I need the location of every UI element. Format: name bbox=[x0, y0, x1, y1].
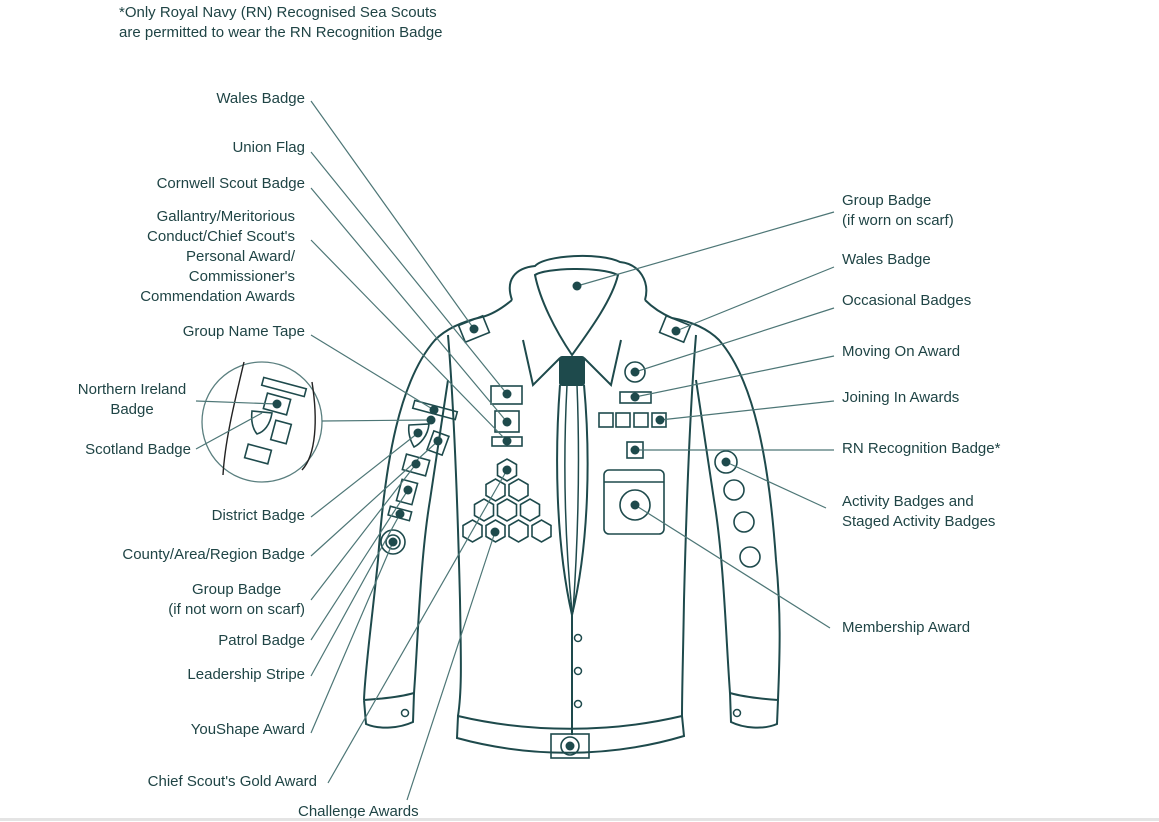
label-text: Cornwell Scout Badge bbox=[156, 175, 305, 192]
label-text: County/Area/Region Badge bbox=[122, 546, 305, 563]
hexagon-badge-outline bbox=[496, 498, 518, 522]
label-text: Conduct/Chief Scout's bbox=[147, 228, 295, 245]
label-group-name-tape: Group Name Tape bbox=[183, 322, 305, 342]
label-text: Staged Activity Badges bbox=[842, 513, 996, 530]
label-district-badge: District Badge bbox=[212, 506, 305, 526]
label-text: Wales Badge bbox=[216, 90, 305, 107]
badge-shapes bbox=[201, 314, 761, 568]
page-bottom-divider bbox=[0, 818, 1159, 821]
label-text: Group Badge bbox=[842, 192, 932, 209]
label-text: Commendation Awards bbox=[140, 288, 295, 305]
label-moving-on-award: Moving On Award bbox=[842, 342, 960, 362]
label-text: Patrol Badge bbox=[218, 632, 305, 649]
label-union-flag: Union Flag bbox=[232, 138, 305, 158]
label-cornwell-scout-badge: Cornwell Scout Badge bbox=[157, 174, 305, 194]
label-text: Challenge Awards bbox=[298, 803, 419, 820]
label-rn-recognition-badge: RN Recognition Badge* bbox=[842, 439, 1000, 459]
hexagon-badge-outline bbox=[508, 519, 529, 543]
label-text: YouShape Award bbox=[190, 721, 305, 738]
hexagon-badge-outline bbox=[473, 498, 495, 522]
hexagon-badge-outline bbox=[519, 498, 541, 522]
label-text: Gallantry/Meritorious bbox=[156, 208, 295, 225]
label-challenge-awards: Challenge Awards bbox=[298, 802, 419, 822]
label-text: Leadership Stripe bbox=[187, 666, 305, 683]
rn-recognition-note: *Only Royal Navy (RN) Recognised Sea Sco… bbox=[119, 3, 443, 43]
hexagon-badge-outline bbox=[485, 519, 506, 543]
label-joining-in-awards: Joining In Awards bbox=[842, 388, 959, 408]
label-text: Joining In Awards bbox=[842, 389, 960, 406]
label-activity-badges: Activity Badges and Staged Activity Badg… bbox=[842, 492, 995, 532]
hexagon-badge-outline bbox=[508, 478, 529, 502]
label-text: Group Badge bbox=[192, 581, 282, 598]
label-text: Badge bbox=[110, 401, 154, 418]
label-wales-badge-left: Wales Badge bbox=[216, 89, 305, 109]
label-text: Scotland Badge bbox=[85, 441, 191, 458]
leader-lines bbox=[195, 100, 835, 801]
hexagon-badge-outline bbox=[496, 458, 518, 482]
note-line-1: *Only Royal Navy (RN) Recognised Sea Sco… bbox=[119, 4, 437, 21]
label-text: RN Recognition Badge* bbox=[842, 440, 1001, 457]
note-line-2: are permitted to wear the RN Recognition… bbox=[119, 24, 443, 41]
label-chief-scouts-gold-award: Chief Scout's Gold Award bbox=[148, 772, 317, 792]
woggle-icon bbox=[565, 741, 575, 751]
label-text: Personal Award/ bbox=[186, 248, 295, 265]
label-group-badge-scarf: Group Badge (if worn on scarf) bbox=[842, 191, 954, 231]
label-text: Northern Ireland bbox=[77, 381, 187, 398]
label-northern-ireland-badge: Northern Ireland Badge bbox=[73, 380, 191, 420]
label-wales-badge-right: Wales Badge bbox=[842, 250, 931, 270]
label-text: (if worn on scarf) bbox=[842, 212, 954, 229]
label-text: Union Flag bbox=[232, 139, 305, 156]
hexagon-badge-outline bbox=[531, 519, 552, 543]
badge-position-dots bbox=[272, 281, 731, 547]
hexagon-badge-outline bbox=[462, 519, 483, 543]
label-text: (if not worn on scarf) bbox=[168, 601, 305, 618]
label-text: Moving On Award bbox=[842, 343, 961, 360]
label-leadership-stripe: Leadership Stripe bbox=[187, 665, 305, 685]
label-text: Wales Badge bbox=[842, 251, 931, 268]
label-text: Commissioner's bbox=[188, 268, 295, 285]
label-patrol-badge: Patrol Badge bbox=[218, 631, 305, 651]
label-membership-award: Membership Award bbox=[842, 618, 970, 638]
label-text: Chief Scout's Gold Award bbox=[147, 773, 317, 790]
label-gallantry-awards: Gallantry/Meritorious Conduct/Chief Scou… bbox=[140, 207, 295, 307]
label-group-badge-not-scarf: Group Badge (if not worn on scarf) bbox=[168, 580, 305, 620]
label-text: Membership Award bbox=[842, 619, 971, 636]
hexagon-badge-outline bbox=[485, 478, 506, 502]
label-text: Activity Badges and bbox=[842, 493, 974, 510]
label-county-area-region-badge: County/Area/Region Badge bbox=[122, 545, 305, 565]
shirt-outline bbox=[363, 254, 781, 759]
label-text: District Badge bbox=[211, 507, 305, 524]
label-text: Group Name Tape bbox=[182, 323, 305, 340]
label-text: Occasional Badges bbox=[842, 292, 972, 309]
label-scotland-badge: Scotland Badge bbox=[85, 440, 191, 460]
label-occasional-badges: Occasional Badges bbox=[842, 291, 971, 311]
label-youshape-award: YouShape Award bbox=[191, 720, 305, 740]
